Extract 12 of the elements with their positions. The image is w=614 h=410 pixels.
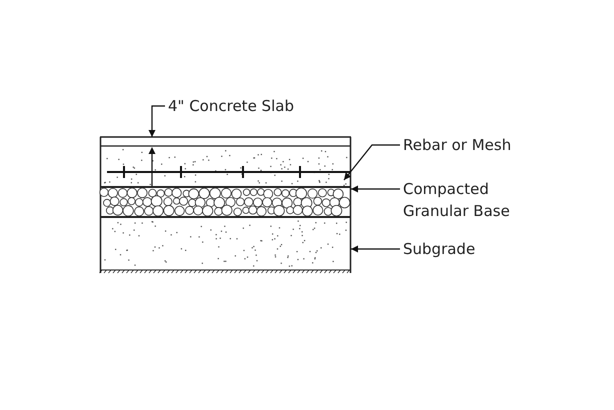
leader-line <box>344 144 400 180</box>
rebar-bar <box>106 164 351 180</box>
leader-line <box>148 105 165 137</box>
base-label: Compacted Granular Base <box>403 179 511 222</box>
granular-base-layer <box>100 187 351 217</box>
subgrade-layer <box>100 217 351 273</box>
subgrade-label: Subgrade <box>403 239 476 260</box>
concrete-slab-layer <box>100 137 351 187</box>
slab-label: 4" Concrete Slab <box>168 96 295 117</box>
rebar-label: Rebar or Mesh <box>403 135 512 156</box>
leader-line <box>351 246 400 252</box>
leader-line <box>351 186 400 192</box>
